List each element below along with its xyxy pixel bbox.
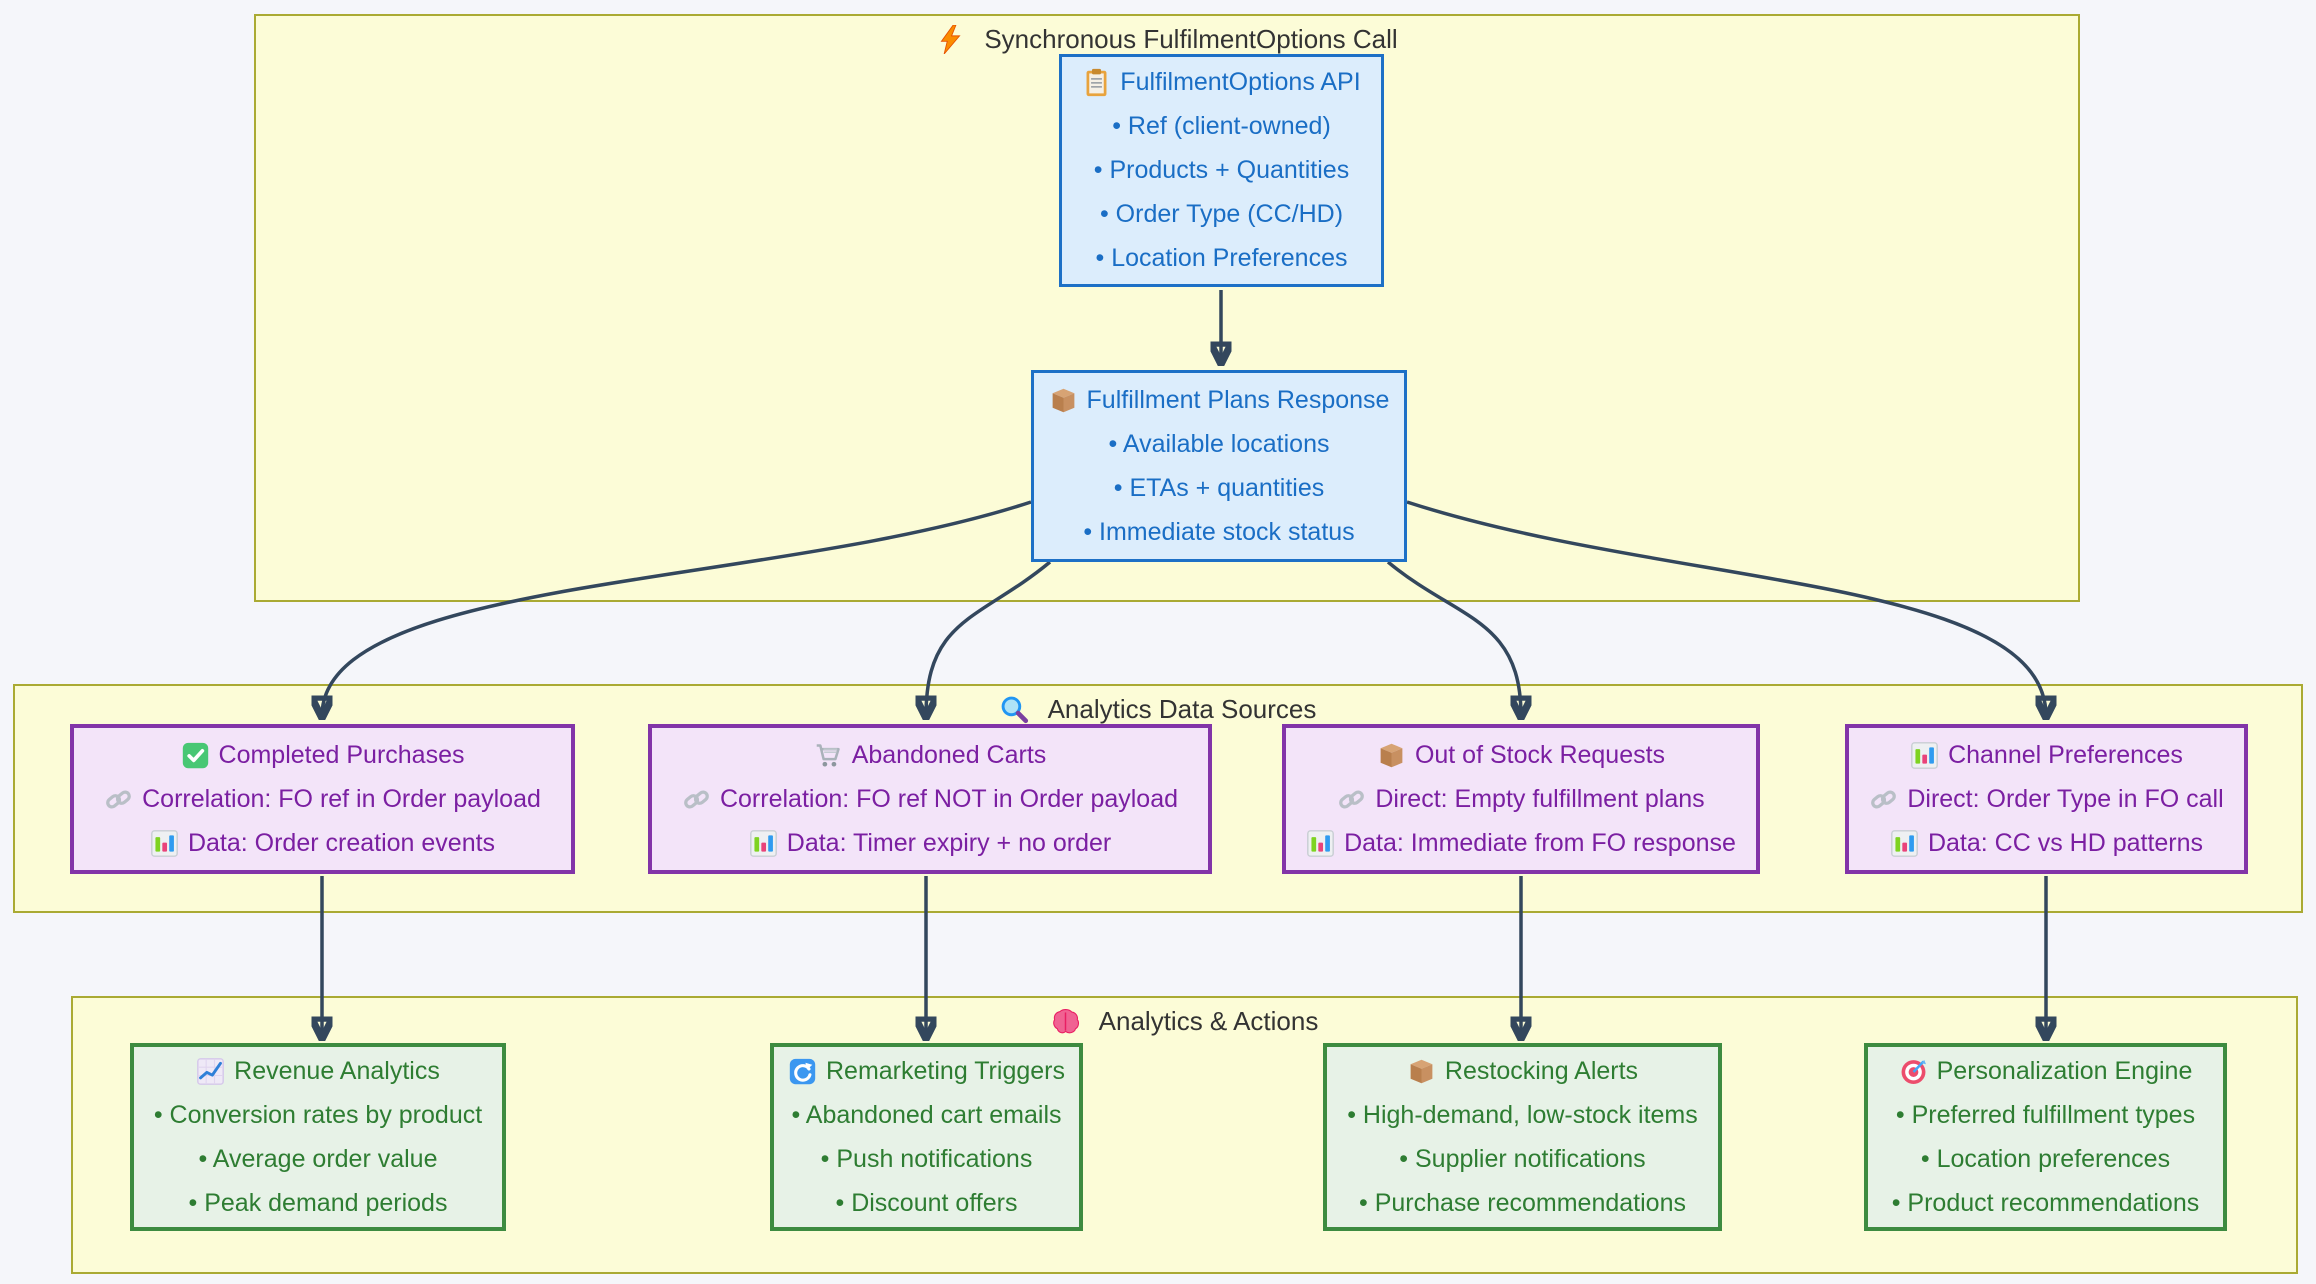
- node-revenue-analytics: Revenue Analytics • Conversion rates by …: [130, 1043, 506, 1231]
- node-title: Channel Preferences: [1948, 740, 2183, 769]
- node-title-row: Personalization Engine: [1868, 1049, 2223, 1093]
- node-title: Revenue Analytics: [234, 1056, 440, 1085]
- node-channel-preferences: Channel Preferences Direct: Order Type i…: [1845, 724, 2248, 874]
- node-title-row: Revenue Analytics: [134, 1049, 502, 1093]
- data-row: Data: Timer expiry + no order: [652, 821, 1208, 865]
- correlation-text: Correlation: FO ref in Order payload: [142, 784, 541, 813]
- subgraph-sync-call-title: Synchronous FulfilmentOptions Call: [256, 24, 2078, 55]
- node-title-row: Remarketing Triggers: [774, 1049, 1079, 1093]
- cart-icon: [814, 741, 843, 770]
- bullet-item: • Peak demand periods: [188, 1188, 448, 1217]
- data-text: Data: Order creation events: [187, 828, 496, 857]
- link-icon: [1869, 785, 1898, 814]
- clipboard-icon: [1082, 68, 1111, 97]
- bullet-item: • High-demand, low-stock items: [1347, 1100, 1698, 1129]
- repeat-icon: [788, 1057, 817, 1086]
- node-title: Abandoned Carts: [851, 740, 1047, 769]
- bullet-item: • Order Type (CC/HD): [1099, 200, 1344, 228]
- bullet-item: • ETAs + quantities: [1113, 473, 1325, 502]
- correlation-row: Direct: Empty fulfillment plans: [1286, 777, 1756, 821]
- bars-icon: [1890, 829, 1919, 858]
- bullet-item: • Conversion rates by product: [153, 1100, 483, 1129]
- line-chart-icon: [196, 1057, 225, 1086]
- node-title-row: Fulfillment Plans Response: [1034, 378, 1404, 422]
- node-title-row: FulfilmentOptions API: [1062, 61, 1381, 105]
- node-completed-purchases: Completed Purchases Correlation: FO ref …: [70, 724, 575, 874]
- correlation-text: Direct: Order Type in FO call: [1907, 784, 2224, 813]
- data-text: Data: Timer expiry + no order: [786, 828, 1112, 857]
- node-title: Restocking Alerts: [1444, 1056, 1639, 1085]
- package-icon: [1049, 386, 1078, 415]
- zap-icon: [936, 25, 965, 54]
- bullet-item: • Location preferences: [1920, 1144, 2171, 1173]
- node-title-row: Channel Preferences: [1849, 733, 2244, 777]
- bullet-item: • Immediate stock status: [1083, 517, 1355, 546]
- node-title-row: Completed Purchases: [74, 733, 571, 777]
- search-icon: [1000, 695, 1029, 724]
- brain-icon: [1051, 1007, 1080, 1036]
- target-icon: [1899, 1057, 1928, 1086]
- data-row: Data: Immediate from FO response: [1286, 821, 1756, 865]
- link-icon: [104, 785, 133, 814]
- node-fulfillment-plans-response: Fulfillment Plans Response • Available l…: [1031, 370, 1407, 562]
- bullet-item: • Products + Quantities: [1093, 156, 1350, 184]
- link-icon: [682, 785, 711, 814]
- node-title-row: Restocking Alerts: [1327, 1049, 1718, 1093]
- bullet-item: • Abandoned cart emails: [791, 1100, 1062, 1129]
- package-icon: [1407, 1057, 1436, 1086]
- node-fulfilmentoptions-api: FulfilmentOptions API • Ref (client-owne…: [1059, 54, 1384, 287]
- bullet-item: • Product recommendations: [1891, 1188, 2200, 1217]
- correlation-text: Direct: Empty fulfillment plans: [1375, 784, 1705, 813]
- data-row: Data: CC vs HD patterns: [1849, 821, 2244, 865]
- node-title-row: Abandoned Carts: [652, 733, 1208, 777]
- check-icon: [181, 741, 210, 770]
- bullet-item: • Available locations: [1108, 429, 1330, 458]
- node-out-of-stock-requests: Out of Stock Requests Direct: Empty fulf…: [1282, 724, 1760, 874]
- subgraph-title-text: Analytics Data Sources: [1047, 694, 1317, 724]
- bullet-item: • Preferred fulfillment types: [1895, 1100, 2196, 1129]
- node-abandoned-carts: Abandoned Carts Correlation: FO ref NOT …: [648, 724, 1212, 874]
- link-icon: [1337, 785, 1366, 814]
- bullet-item: • Average order value: [198, 1144, 438, 1173]
- bullet-item: • Ref (client-owned): [1112, 112, 1331, 140]
- bars-icon: [1910, 741, 1939, 770]
- bars-icon: [1306, 829, 1335, 858]
- subgraph-title-text: Analytics & Actions: [1098, 1006, 1319, 1036]
- data-text: Data: CC vs HD patterns: [1927, 828, 2204, 857]
- bars-icon: [150, 829, 179, 858]
- bullet-item: • Supplier notifications: [1399, 1144, 1646, 1173]
- node-personalization-engine: Personalization Engine • Preferred fulfi…: [1864, 1043, 2227, 1231]
- correlation-text: Correlation: FO ref NOT in Order payload: [719, 784, 1179, 813]
- subgraph-analytics-actions-title: Analytics & Actions: [73, 1006, 2296, 1037]
- node-title: Out of Stock Requests: [1414, 740, 1666, 769]
- correlation-row: Correlation: FO ref NOT in Order payload: [652, 777, 1208, 821]
- bullet-item: • Location Preferences: [1095, 244, 1348, 272]
- node-title: Fulfillment Plans Response: [1086, 385, 1390, 414]
- subgraph-title-text: Synchronous FulfilmentOptions Call: [984, 24, 1398, 54]
- bars-icon: [749, 829, 778, 858]
- correlation-row: Correlation: FO ref in Order payload: [74, 777, 571, 821]
- node-title-row: Out of Stock Requests: [1286, 733, 1756, 777]
- node-restocking-alerts: Restocking Alerts • High-demand, low-sto…: [1323, 1043, 1722, 1231]
- data-text: Data: Immediate from FO response: [1344, 828, 1736, 857]
- node-title: FulfilmentOptions API: [1120, 68, 1361, 96]
- node-title: Personalization Engine: [1936, 1056, 2193, 1085]
- bullet-item: • Purchase recommendations: [1359, 1188, 1686, 1217]
- correlation-row: Direct: Order Type in FO call: [1849, 777, 2244, 821]
- package-icon: [1377, 741, 1406, 770]
- bullet-item: • Discount offers: [835, 1188, 1018, 1217]
- subgraph-analytics-data-sources-title: Analytics Data Sources: [15, 694, 2301, 725]
- bullet-item: • Push notifications: [820, 1144, 1033, 1173]
- node-title: Remarketing Triggers: [826, 1056, 1065, 1085]
- node-remarketing-triggers: Remarketing Triggers • Abandoned cart em…: [770, 1043, 1083, 1231]
- node-title: Completed Purchases: [218, 740, 465, 769]
- data-row: Data: Order creation events: [74, 821, 571, 865]
